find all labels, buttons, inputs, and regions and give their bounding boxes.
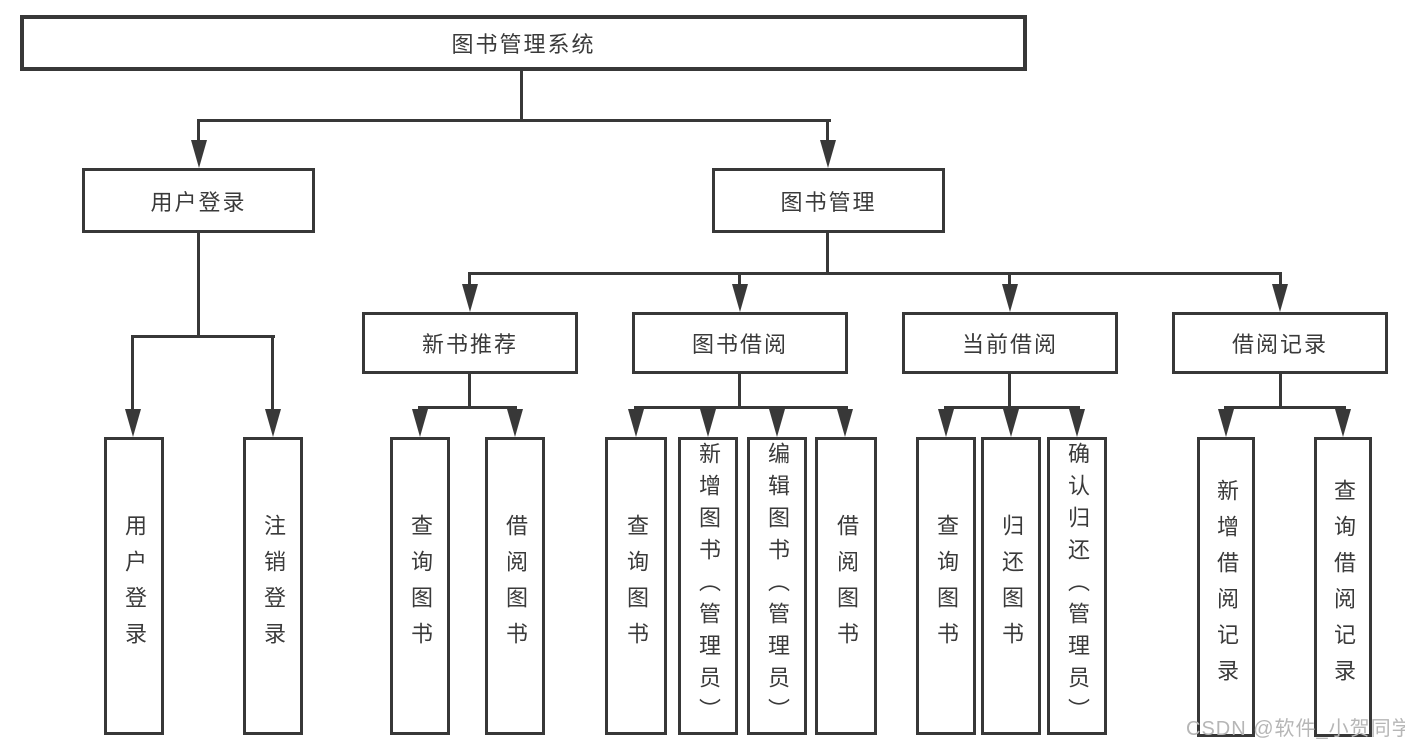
node-label: 新增借阅记录 [1214,479,1239,695]
node-label: 确认归还（管理员） [1065,442,1090,730]
arrowhead-icon [265,409,281,437]
node-user-login: 用户登录 [82,168,315,233]
connector-segment [271,335,274,411]
arrowhead-icon [732,284,748,312]
node-label: 查询图书 [934,514,959,658]
connector-segment [1279,374,1282,408]
leaf-edit-book-admin: 编辑图书（管理员） [747,437,807,735]
connector-segment [634,406,848,409]
arrowhead-icon [700,409,716,437]
connector-segment [468,272,1282,275]
node-label: 用户登录 [122,514,147,658]
leaf-logout-login: 注销登录 [243,437,303,735]
leaf-query-book-borrow: 查询图书 [605,437,667,735]
arrowhead-icon [1218,409,1234,437]
arrowhead-icon [938,409,954,437]
leaf-confirm-return-admin: 确认归还（管理员） [1047,437,1107,735]
leaf-add-borrow-record: 新增借阅记录 [1197,437,1255,737]
connector-segment [197,233,200,336]
leaf-return-book: 归还图书 [981,437,1041,735]
leaf-borrow-book-recommend: 借阅图书 [485,437,545,735]
node-label: 新增图书（管理员） [696,442,721,730]
node-label: 查询图书 [408,514,433,658]
arrowhead-icon [191,140,207,168]
arrowhead-icon [837,409,853,437]
node-library-system: 图书管理系统 [20,15,1027,71]
connector-segment [826,119,829,142]
connector-segment [1279,272,1282,288]
connector-segment [826,233,829,275]
arrowhead-icon [769,409,785,437]
arrowhead-icon [1003,409,1019,437]
node-label: 用户登录 [150,189,247,215]
node-label: 归还图书 [999,514,1024,658]
node-label: 查询图书 [624,514,649,658]
node-label: 编辑图书（管理员） [765,442,790,730]
connector-segment [197,119,831,122]
connector-segment [418,406,517,409]
node-label: 注销登录 [261,514,286,658]
arrowhead-icon [412,409,428,437]
arrowhead-icon [1002,284,1018,312]
arrowhead-icon [628,409,644,437]
connector-segment [197,119,200,142]
connector-segment [468,272,471,288]
connector-segment [738,272,741,288]
node-label: 借阅图书 [834,514,859,658]
watermark-csdn: CSDN @软件_小贺同学 [1186,718,1405,740]
node-label: 借阅图书 [503,514,528,658]
node-book-borrow: 图书借阅 [632,312,848,374]
connector-segment [468,374,471,408]
node-book-management: 图书管理 [712,168,945,233]
node-label: 借阅记录 [1231,332,1328,357]
connector-segment [944,406,1080,409]
node-label: 查询借阅记录 [1331,479,1356,695]
connector-segment [131,335,134,411]
node-label: 图书管理 [780,189,877,215]
connector-segment [738,374,741,408]
arrowhead-icon [507,409,523,437]
arrowhead-icon [820,140,836,168]
connector-segment [520,71,523,119]
arrowhead-icon [125,409,141,437]
leaf-add-book-admin: 新增图书（管理员） [678,437,738,735]
arrowhead-icon [1069,409,1085,437]
connector-segment [131,335,275,338]
node-label: 图书管理系统 [451,32,596,57]
leaf-query-book-current: 查询图书 [916,437,976,735]
arrowhead-icon [462,284,478,312]
leaf-query-borrow-record: 查询借阅记录 [1314,437,1372,737]
node-new-book-recommend: 新书推荐 [362,312,578,374]
node-borrow-records: 借阅记录 [1172,312,1388,374]
connector-segment [1224,406,1346,409]
node-label: 当前借阅 [961,332,1058,357]
arrowhead-icon [1272,284,1288,312]
leaf-borrow-book: 借阅图书 [815,437,877,735]
connector-segment [1008,272,1011,288]
node-label: 图书借阅 [691,332,788,357]
leaf-user-login: 用户登录 [104,437,164,735]
node-label: 新书推荐 [421,332,518,357]
connector-segment [1008,374,1011,408]
leaf-query-book-recommend: 查询图书 [390,437,450,735]
arrowhead-icon [1335,409,1351,437]
node-current-borrow: 当前借阅 [902,312,1118,374]
